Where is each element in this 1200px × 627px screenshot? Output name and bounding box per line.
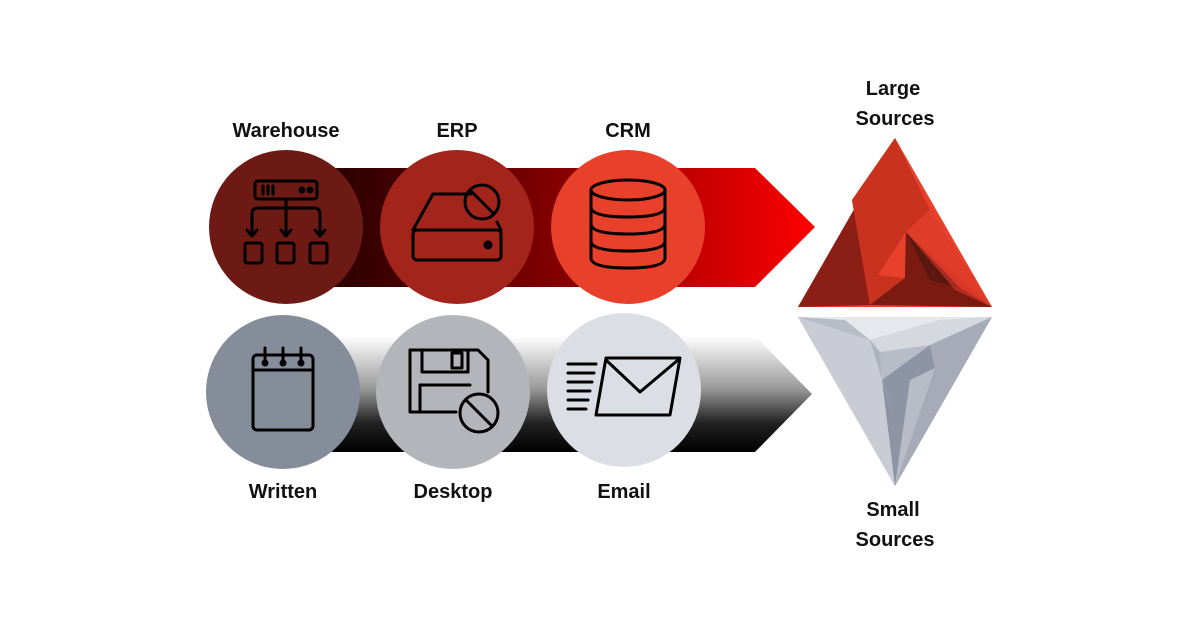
warehouse-network-icon — [243, 179, 329, 265]
crm-label: CRM — [605, 120, 651, 142]
erp-label: ERP — [436, 120, 477, 142]
written-node: Written — [206, 315, 360, 503]
red-triangle-logo-icon — [798, 138, 992, 307]
database-icon — [589, 178, 667, 270]
large-sources-line1: Large — [866, 78, 920, 100]
gray-triangle-logo-icon — [798, 317, 992, 486]
notepad-icon — [251, 346, 315, 432]
desktop-node: Desktop — [376, 315, 530, 503]
small-sources-line2: Sources — [856, 529, 935, 551]
warehouse-label: Warehouse — [232, 120, 339, 142]
floppy-disk-blocked-icon — [408, 348, 500, 434]
erp-drive-blocked-icon — [411, 183, 503, 262]
written-label: Written — [249, 481, 318, 503]
large-sources-line2: Sources — [856, 108, 935, 130]
email-label: Email — [597, 481, 650, 503]
email-node: Email — [547, 313, 701, 503]
erp-node: ERP — [380, 120, 534, 304]
warehouse-node: Warehouse — [209, 120, 363, 304]
desktop-label: Desktop — [414, 481, 493, 503]
small-sources-line1: Small — [866, 499, 919, 521]
email-icon — [566, 356, 682, 417]
crm-node: CRM — [551, 120, 705, 304]
